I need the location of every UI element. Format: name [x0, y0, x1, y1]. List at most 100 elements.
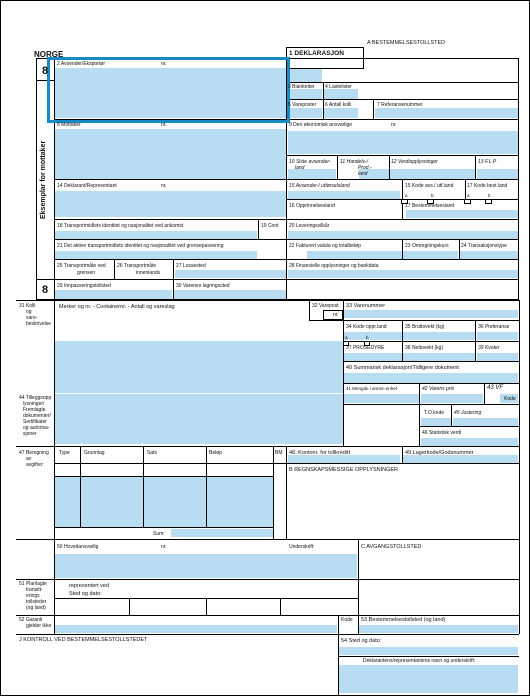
signature-input[interactable] [339, 665, 518, 693]
summary-decl-label: 40 Summarisk deklarasjon/Tidligere dokum… [346, 365, 459, 371]
place-date-input[interactable] [339, 647, 518, 655]
gross-weight-input[interactable] [403, 332, 475, 340]
declarant-input[interactable] [55, 191, 287, 217]
entry-office-input[interactable] [55, 290, 172, 299]
items-input[interactable] [288, 108, 322, 118]
quantity-other-input[interactable] [344, 394, 419, 403]
control-label: J KONTROLL VED BESTEMMELSESTOLLSTEDET [19, 637, 148, 643]
lists-input[interactable] [324, 89, 358, 99]
flp-label: 13 F.L.P [478, 159, 497, 165]
forms-input[interactable] [288, 89, 322, 99]
vf-code-input[interactable] [500, 394, 518, 403]
dest-office-input[interactable] [358, 625, 518, 633]
value-info-input[interactable] [390, 169, 475, 179]
credit-account-label: 48. Kontonr. for tollkreditt [289, 450, 351, 456]
export-code-a: a [405, 193, 408, 198]
transit-label-2: transitt- [26, 587, 43, 593]
transit-label-3: erings [26, 593, 40, 599]
responsible-nr-label: nr. [391, 122, 397, 128]
reference-label: 7 Referansenummer [377, 102, 423, 108]
dest-code-b: b [488, 193, 491, 198]
unloading-label: 27 Lossested [176, 263, 206, 269]
statistical-value-input[interactable] [421, 438, 518, 446]
goods-description-input[interactable] [55, 341, 343, 393]
transport-arrival-label: 18 Transportmidlets identitet og nasjona… [57, 223, 184, 229]
dest-office-label: 53 Bestemmelsestollsted (og land) [361, 617, 446, 623]
transit-label-4: tollsteder [26, 599, 47, 605]
vf-code-label: Kode [504, 396, 516, 402]
dest-country-input[interactable] [406, 210, 518, 218]
receiver-input[interactable] [55, 129, 287, 179]
origin-code-a: a [345, 335, 348, 340]
transport-arrival-input[interactable] [55, 231, 257, 239]
guarantee-input[interactable] [55, 625, 337, 633]
responsible-input[interactable] [288, 131, 518, 154]
unloading-input[interactable] [175, 270, 286, 278]
packages-desc-label-3: vare- [26, 315, 38, 321]
export-country-input[interactable] [288, 191, 400, 199]
tax-amount-header: Beløp [209, 450, 223, 456]
net-weight-input[interactable] [403, 353, 475, 361]
reference-input[interactable] [375, 108, 518, 118]
transaction-type-input[interactable] [460, 251, 518, 259]
preference-input[interactable] [477, 332, 518, 340]
origin-code-input[interactable] [344, 332, 402, 340]
adjustment-input[interactable] [453, 418, 518, 426]
declarant-nr-label: nr. [161, 183, 167, 189]
items-label: 5 Vareposter [288, 102, 317, 108]
copy-vertical-label: Eksemplar for mottaker [40, 140, 47, 219]
guarantee-label: 52 Garanti [19, 617, 43, 623]
packages-input[interactable] [324, 108, 358, 118]
finance-input[interactable] [288, 270, 518, 278]
last-sender-label: 10 Siste avsender- [289, 159, 331, 165]
last-sender-label-2: land [295, 165, 305, 171]
sender-input[interactable] [55, 68, 287, 118]
decl-input-1[interactable] [288, 68, 322, 82]
trade-country-input[interactable] [359, 169, 389, 179]
dest-country-label: 17 Bestemmelsesland [405, 203, 455, 209]
adjustment-label: 45 Justering [454, 410, 482, 416]
commodity-label: 33 Varenummer [346, 303, 386, 309]
tax-calc-label-3: avgifter: [26, 462, 44, 468]
summary-decl-input[interactable] [344, 373, 518, 383]
transport-inland-label-2: innenlands [136, 270, 161, 276]
currency-input[interactable] [307, 251, 402, 259]
packages-label: 6 Antall kolli [325, 102, 352, 108]
exchange-rate-input[interactable] [403, 251, 458, 259]
last-sender-country-input[interactable] [288, 169, 336, 179]
place-date-label: Sted og dato: [69, 591, 102, 597]
price-label: 42 Varens pris [422, 386, 455, 392]
storage-input[interactable] [174, 290, 287, 299]
additional-docs-input[interactable] [55, 394, 343, 444]
commodity-code-input[interactable] [344, 310, 518, 318]
additional-label-7: sjoner [23, 431, 37, 437]
sender-nr-label: nr. [161, 61, 167, 67]
tax-calc-input[interactable] [55, 476, 273, 527]
sum-input[interactable] [171, 529, 273, 537]
flp-input[interactable] [477, 169, 518, 179]
principal-label: 50 Hovedansvarlig [57, 544, 99, 550]
packages-desc-label-4: beskrivelse [26, 321, 52, 327]
guarantee-label-2: gjelder ikke [26, 623, 52, 629]
country-label: NORGE [34, 50, 64, 59]
principal-input[interactable] [55, 554, 357, 578]
value-info-label: 12 Verdiopplysninger [391, 159, 438, 165]
entry-office-label: 29 Innpasseringstollsted [57, 283, 111, 289]
dest-code-a: a [467, 193, 470, 198]
responsible-label: 9 Den økonomisk ansvarlige [289, 122, 353, 128]
price-input[interactable] [421, 394, 483, 403]
toc-input[interactable] [421, 418, 451, 426]
sender-label: 2 Avsender/Eksportør [57, 61, 105, 67]
procedure-input[interactable] [344, 353, 402, 361]
credit-account-input[interactable] [288, 455, 400, 463]
transport-border-label: 25 Transportmåte ved [57, 263, 106, 269]
tax-base-header: Grunnlag [84, 450, 105, 456]
gross-weight-label: 35 Bruttovekt (kg) [405, 324, 445, 330]
trade-country-label: 11 Handels-/ [340, 159, 368, 165]
highlight-sender-box [47, 57, 290, 123]
quota-input[interactable] [477, 353, 518, 361]
item-nr-label-2: nr. [333, 312, 339, 318]
warehouse-code-input[interactable] [403, 455, 518, 463]
active-transport-input[interactable] [55, 251, 257, 259]
delivery-terms-input[interactable] [288, 231, 518, 239]
